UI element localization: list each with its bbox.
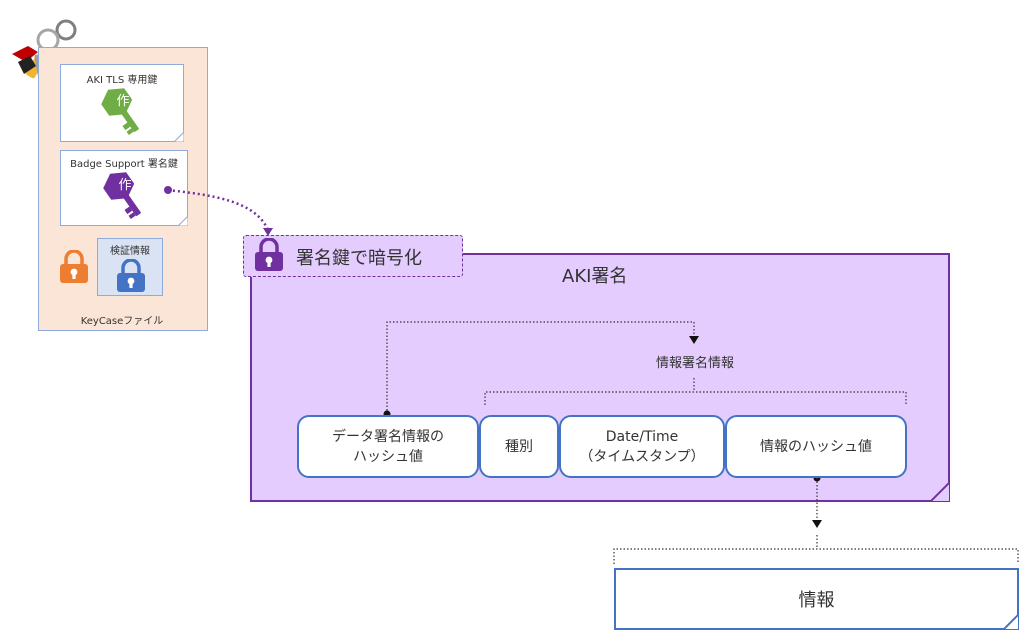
datetime-field: Date/Time （タイムスタンプ）: [559, 415, 725, 478]
key-char: 作: [118, 178, 131, 193]
folded-corner: [1003, 614, 1019, 630]
folded-corner: [178, 216, 188, 226]
purple-key-icon: 作: [103, 172, 141, 220]
aki-signature-title: AKI署名: [562, 266, 628, 287]
green-key-icon: 作: [101, 88, 139, 136]
info-hash-field: 情報のハッシュ値: [725, 415, 907, 478]
keycase-file-label: KeyCaseファイル: [80, 316, 164, 327]
info-signature-label: 情報署名情報: [655, 356, 734, 371]
badge-support-key-card: Badge Support 署名鍵 作: [60, 150, 188, 226]
type-field: 種別: [479, 415, 559, 478]
blue-lock-icon: [117, 259, 145, 292]
aki-tls-key-card: AKI TLS 専用鍵 作: [60, 64, 184, 142]
info-box: 情報: [614, 568, 1019, 630]
badge-support-key-label: Badge Support 署名鍵: [70, 159, 178, 170]
folded-corner: [930, 482, 950, 502]
purple-lock-icon: [255, 238, 283, 271]
verification-info-label: 検証情報: [110, 246, 150, 257]
folded-corner: [174, 132, 184, 142]
data-signature-hash-field: データ署名情報の ハッシュ値: [297, 415, 479, 478]
orange-lock-icon: [60, 250, 88, 283]
key-char: 作: [116, 94, 129, 109]
encrypt-label: 署名鍵で暗号化: [296, 248, 422, 269]
aki-tls-key-label: AKI TLS 専用鍵: [86, 75, 158, 86]
verification-info-box: 検証情報: [97, 238, 163, 296]
